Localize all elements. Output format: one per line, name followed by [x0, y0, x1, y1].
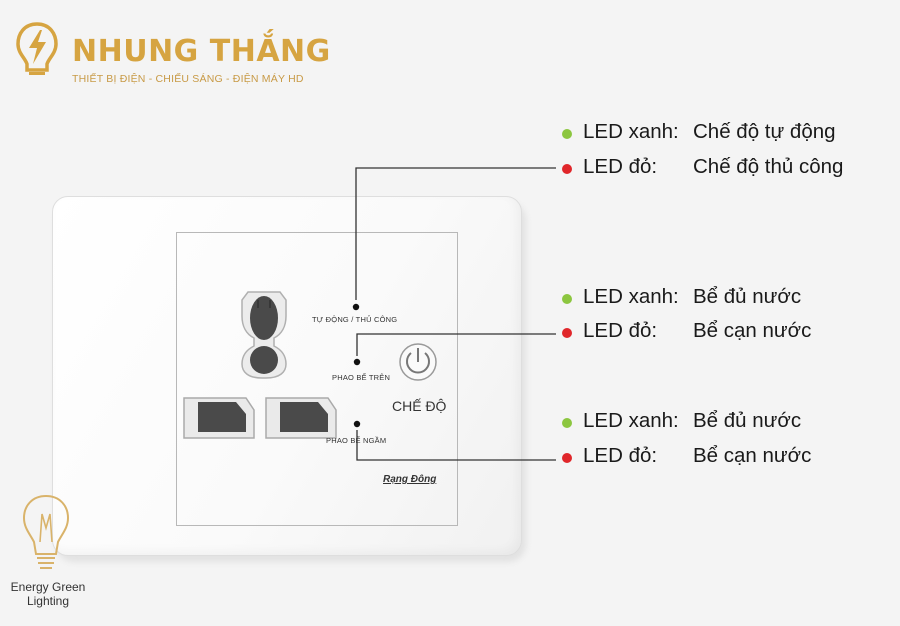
mode-button-label: CHẾ ĐỘ — [392, 398, 447, 414]
maker-logo: Rạng Đông — [383, 474, 437, 485]
green-dot-icon — [562, 129, 572, 139]
bulb-icon — [22, 494, 70, 569]
energy-green-logo: Energy Green Lighting — [6, 494, 96, 614]
right-flat-socket — [265, 397, 337, 439]
left-flat-socket — [183, 397, 255, 439]
mode-button-power-icon — [399, 343, 437, 381]
led-upper-float — [353, 358, 361, 366]
green-dot-icon — [562, 418, 572, 428]
brand-header: NHUNG THẮNG THIẾT BỊ ĐIỆN - CHIẾU SÁNG -… — [14, 20, 334, 90]
socket-plate — [52, 196, 522, 556]
label-lower-float: PHAO BỂ NGẦM — [326, 436, 387, 445]
red-dot-icon — [562, 453, 572, 463]
red-dot-icon — [562, 328, 572, 338]
lightning-bulb-logo-icon — [16, 22, 58, 75]
energy-green-text: Energy Green Lighting — [10, 580, 86, 608]
label-upper-float: PHAO BỂ TRÊN — [332, 373, 391, 382]
red-dot-icon — [562, 164, 572, 174]
green-dot-icon — [562, 294, 572, 304]
led-auto-manual — [352, 303, 360, 311]
round-socket — [241, 291, 287, 379]
brand-tagline: THIẾT BỊ ĐIỆN - CHIẾU SÁNG - ĐIỆN MÁY HD — [72, 73, 304, 85]
led-lower-float — [353, 420, 361, 428]
label-auto-manual: TỰ ĐỘNG / THỦ CÔNG — [312, 315, 398, 324]
plate-inner-frame — [176, 232, 458, 526]
brand-name: NHUNG THẮNG — [72, 34, 331, 69]
